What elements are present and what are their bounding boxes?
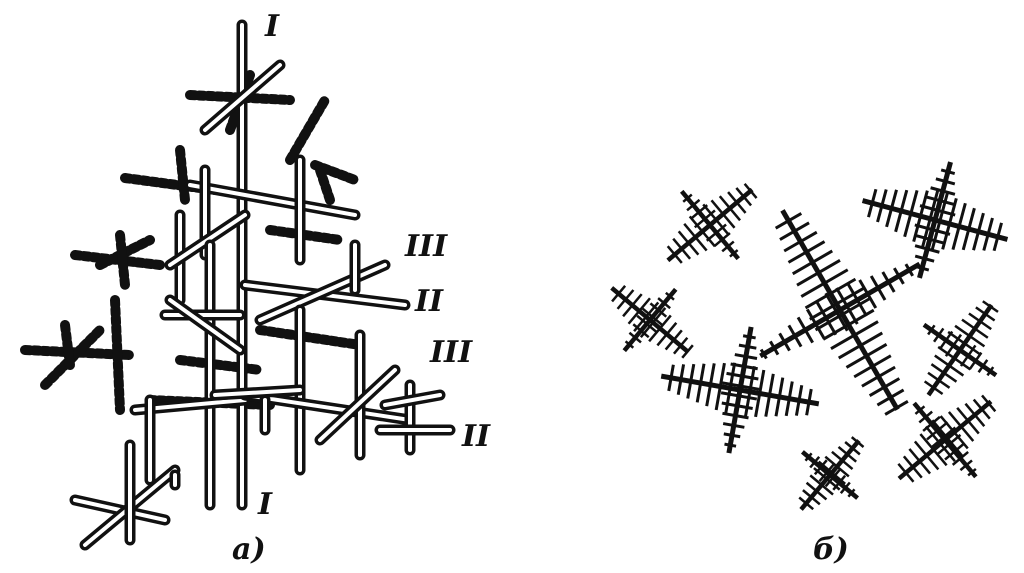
hatched-branch-15 — [260, 330, 360, 345]
dendrite-3-arm-0 — [776, 213, 802, 228]
hatched-back-branches — [25, 75, 360, 410]
label-axis-III-upper: III — [404, 229, 448, 264]
dendrite-6-arm-10 — [976, 307, 995, 320]
dendrite-6-arm-8 — [962, 320, 988, 338]
dendrite-4-xarm-26 — [724, 444, 736, 446]
label-axis-I-top: I — [264, 9, 280, 44]
dendrite-3-arm-13 — [846, 344, 886, 367]
hatched-branch-9 — [65, 325, 70, 365]
label-axis-I-bottom: I — [257, 487, 273, 522]
dendrite-3-arm-16 — [870, 379, 900, 396]
dendrite-7-arm-8 — [949, 412, 973, 441]
dendrite-3-arm-5 — [797, 260, 840, 285]
dendrite-6-arm-0 — [925, 381, 943, 394]
dendrite-3-arm-11 — [831, 322, 878, 349]
label-axis-III-lower: III — [429, 335, 473, 370]
hatched-branch-10 — [115, 300, 120, 410]
dendrite-4-xarm-16 — [739, 345, 756, 348]
dendrite-4-xarm-24 — [723, 424, 744, 428]
label-axis-II-upper: II — [414, 284, 444, 319]
dendrite-6-xarm-14 — [940, 332, 952, 349]
dendrite-6-xarm-18 — [970, 353, 982, 370]
dendrite-3-arm-1 — [780, 223, 809, 240]
hatched-branch-11 — [290, 100, 325, 160]
dendrite-3-arm-12 — [839, 333, 883, 358]
caption-panel-b: б) — [813, 532, 849, 567]
hatched-branch-3 — [180, 150, 185, 200]
panel-a-dendrite-3d: I I III II III II а) — [25, 9, 491, 567]
dendrite-5-xarm-14 — [941, 170, 955, 174]
caption-panel-a: а) — [232, 532, 266, 567]
dendrite-6-arm-3 — [935, 356, 964, 376]
dendrite-3-xarm-29 — [798, 317, 813, 342]
dendrite-4-xarm-17 — [735, 355, 757, 359]
panel-b-dendrite-cluster — [612, 162, 1008, 509]
dendrite-5-xarm-24 — [915, 266, 929, 270]
dendrite-3-arm-17 — [877, 390, 903, 405]
dendrite-4-xarm-15 — [743, 336, 756, 338]
hatched-branch-6 — [120, 235, 125, 285]
label-axis-II-lower: II — [461, 419, 491, 454]
dendrite-4-xarm-25 — [724, 434, 740, 437]
hatched-branch-17 — [180, 360, 260, 370]
dendrite-3-arm-4 — [793, 251, 833, 274]
